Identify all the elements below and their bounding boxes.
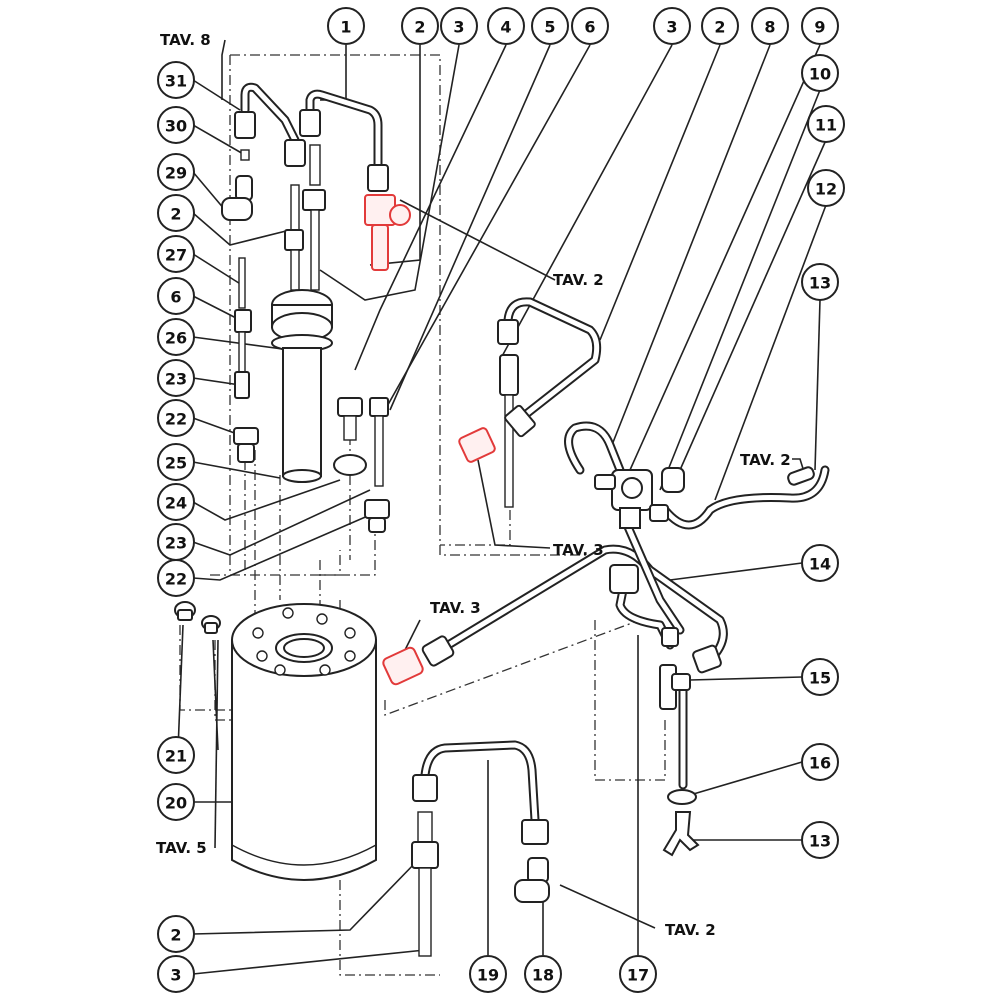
callout-14: 14 (801, 544, 839, 582)
components (174, 109, 815, 957)
svg-text:6: 6 (584, 18, 595, 37)
ref-tav3-upper: TAV. 3 (553, 541, 604, 559)
ref-tav2-right: TAV. 2 (740, 451, 791, 469)
svg-text:16: 16 (809, 754, 831, 773)
svg-text:12: 12 (815, 180, 837, 199)
ref-tav5: TAV. 5 (156, 839, 207, 857)
svg-text:13: 13 (809, 274, 831, 293)
svg-text:31: 31 (165, 72, 187, 91)
svg-text:29: 29 (165, 164, 187, 183)
svg-text:15: 15 (809, 669, 831, 688)
svg-text:19: 19 (477, 966, 499, 985)
svg-text:30: 30 (165, 117, 187, 136)
callout-13: 13 (801, 263, 839, 301)
svg-text:2: 2 (414, 18, 425, 37)
callout-19: 19 (469, 955, 507, 993)
callout-5: 5 (531, 7, 569, 45)
callout-24: 24 (157, 483, 195, 521)
svg-text:17: 17 (627, 966, 649, 985)
svg-text:11: 11 (815, 116, 837, 135)
svg-text:9: 9 (814, 18, 825, 37)
callout-30: 30 (157, 106, 195, 144)
callout-2: 2 (401, 7, 439, 45)
callout-3: 3 (157, 955, 195, 993)
svg-text:2: 2 (714, 18, 725, 37)
callout-31: 31 (157, 61, 195, 99)
ref-tav8: TAV. 8 (160, 31, 211, 49)
svg-text:10: 10 (809, 65, 831, 84)
svg-text:23: 23 (165, 534, 187, 553)
callout-23: 23 (157, 359, 195, 397)
callout-25: 25 (157, 443, 195, 481)
svg-text:3: 3 (453, 18, 464, 37)
svg-text:26: 26 (165, 329, 187, 348)
svg-text:13: 13 (809, 832, 831, 851)
leader-lines (177, 39, 827, 975)
svg-text:18: 18 (532, 966, 554, 985)
callout-10: 10 (801, 54, 839, 92)
callout-22: 22 (157, 399, 195, 437)
svg-text:2: 2 (170, 205, 181, 224)
ref-tav2-lower: TAV. 2 (665, 921, 716, 939)
callout-16: 16 (801, 743, 839, 781)
callout-3: 3 (440, 7, 478, 45)
svg-text:24: 24 (165, 494, 187, 513)
svg-text:4: 4 (500, 18, 511, 37)
callout-18: 18 (524, 955, 562, 993)
callout-15: 15 (801, 658, 839, 696)
svg-text:14: 14 (809, 555, 831, 574)
callout-2: 2 (157, 194, 195, 232)
ref-tav3-lower: TAV. 3 (430, 599, 481, 617)
svg-text:22: 22 (165, 570, 187, 589)
pipes (240, 82, 830, 825)
svg-text:27: 27 (165, 246, 187, 265)
callout-26: 26 (157, 318, 195, 356)
callout-11: 11 (807, 105, 845, 143)
callout-13: 13 (801, 821, 839, 859)
svg-text:1: 1 (340, 18, 351, 37)
svg-text:5: 5 (544, 18, 555, 37)
svg-text:2: 2 (170, 926, 181, 945)
svg-text:3: 3 (170, 966, 181, 985)
callout-27: 27 (157, 235, 195, 273)
svg-text:21: 21 (165, 747, 187, 766)
svg-text:23: 23 (165, 370, 187, 389)
callout-23: 23 (157, 523, 195, 561)
sheet-references: TAV. 8 TAV. 2 TAV. 3 TAV. 2 TAV. 3 TAV. … (156, 31, 791, 939)
callout-3: 3 (653, 7, 691, 45)
svg-text:25: 25 (165, 454, 187, 473)
callout-4: 4 (487, 7, 525, 45)
callout-bubbles: 1 2 3 4 5 6 3 2 8 9 10 11 12 13 31 30 29… (157, 7, 845, 993)
callout-21: 21 (157, 736, 195, 774)
callout-9: 9 (801, 7, 839, 45)
callout-22: 22 (157, 559, 195, 597)
callout-6: 6 (571, 7, 609, 45)
callout-12: 12 (807, 169, 845, 207)
callout-2: 2 (701, 7, 739, 45)
svg-text:8: 8 (764, 18, 775, 37)
svg-text:22: 22 (165, 410, 187, 429)
callout-1: 1 (327, 7, 365, 45)
svg-text:6: 6 (170, 288, 181, 307)
callout-8: 8 (751, 7, 789, 45)
ref-tav2-upper: TAV. 2 (553, 271, 604, 289)
svg-text:20: 20 (165, 794, 187, 813)
callout-29: 29 (157, 153, 195, 191)
svg-text:3: 3 (666, 18, 677, 37)
callout-2: 2 (157, 915, 195, 953)
callout-20: 20 (157, 783, 195, 821)
callout-17: 17 (619, 955, 657, 993)
callout-6: 6 (157, 277, 195, 315)
